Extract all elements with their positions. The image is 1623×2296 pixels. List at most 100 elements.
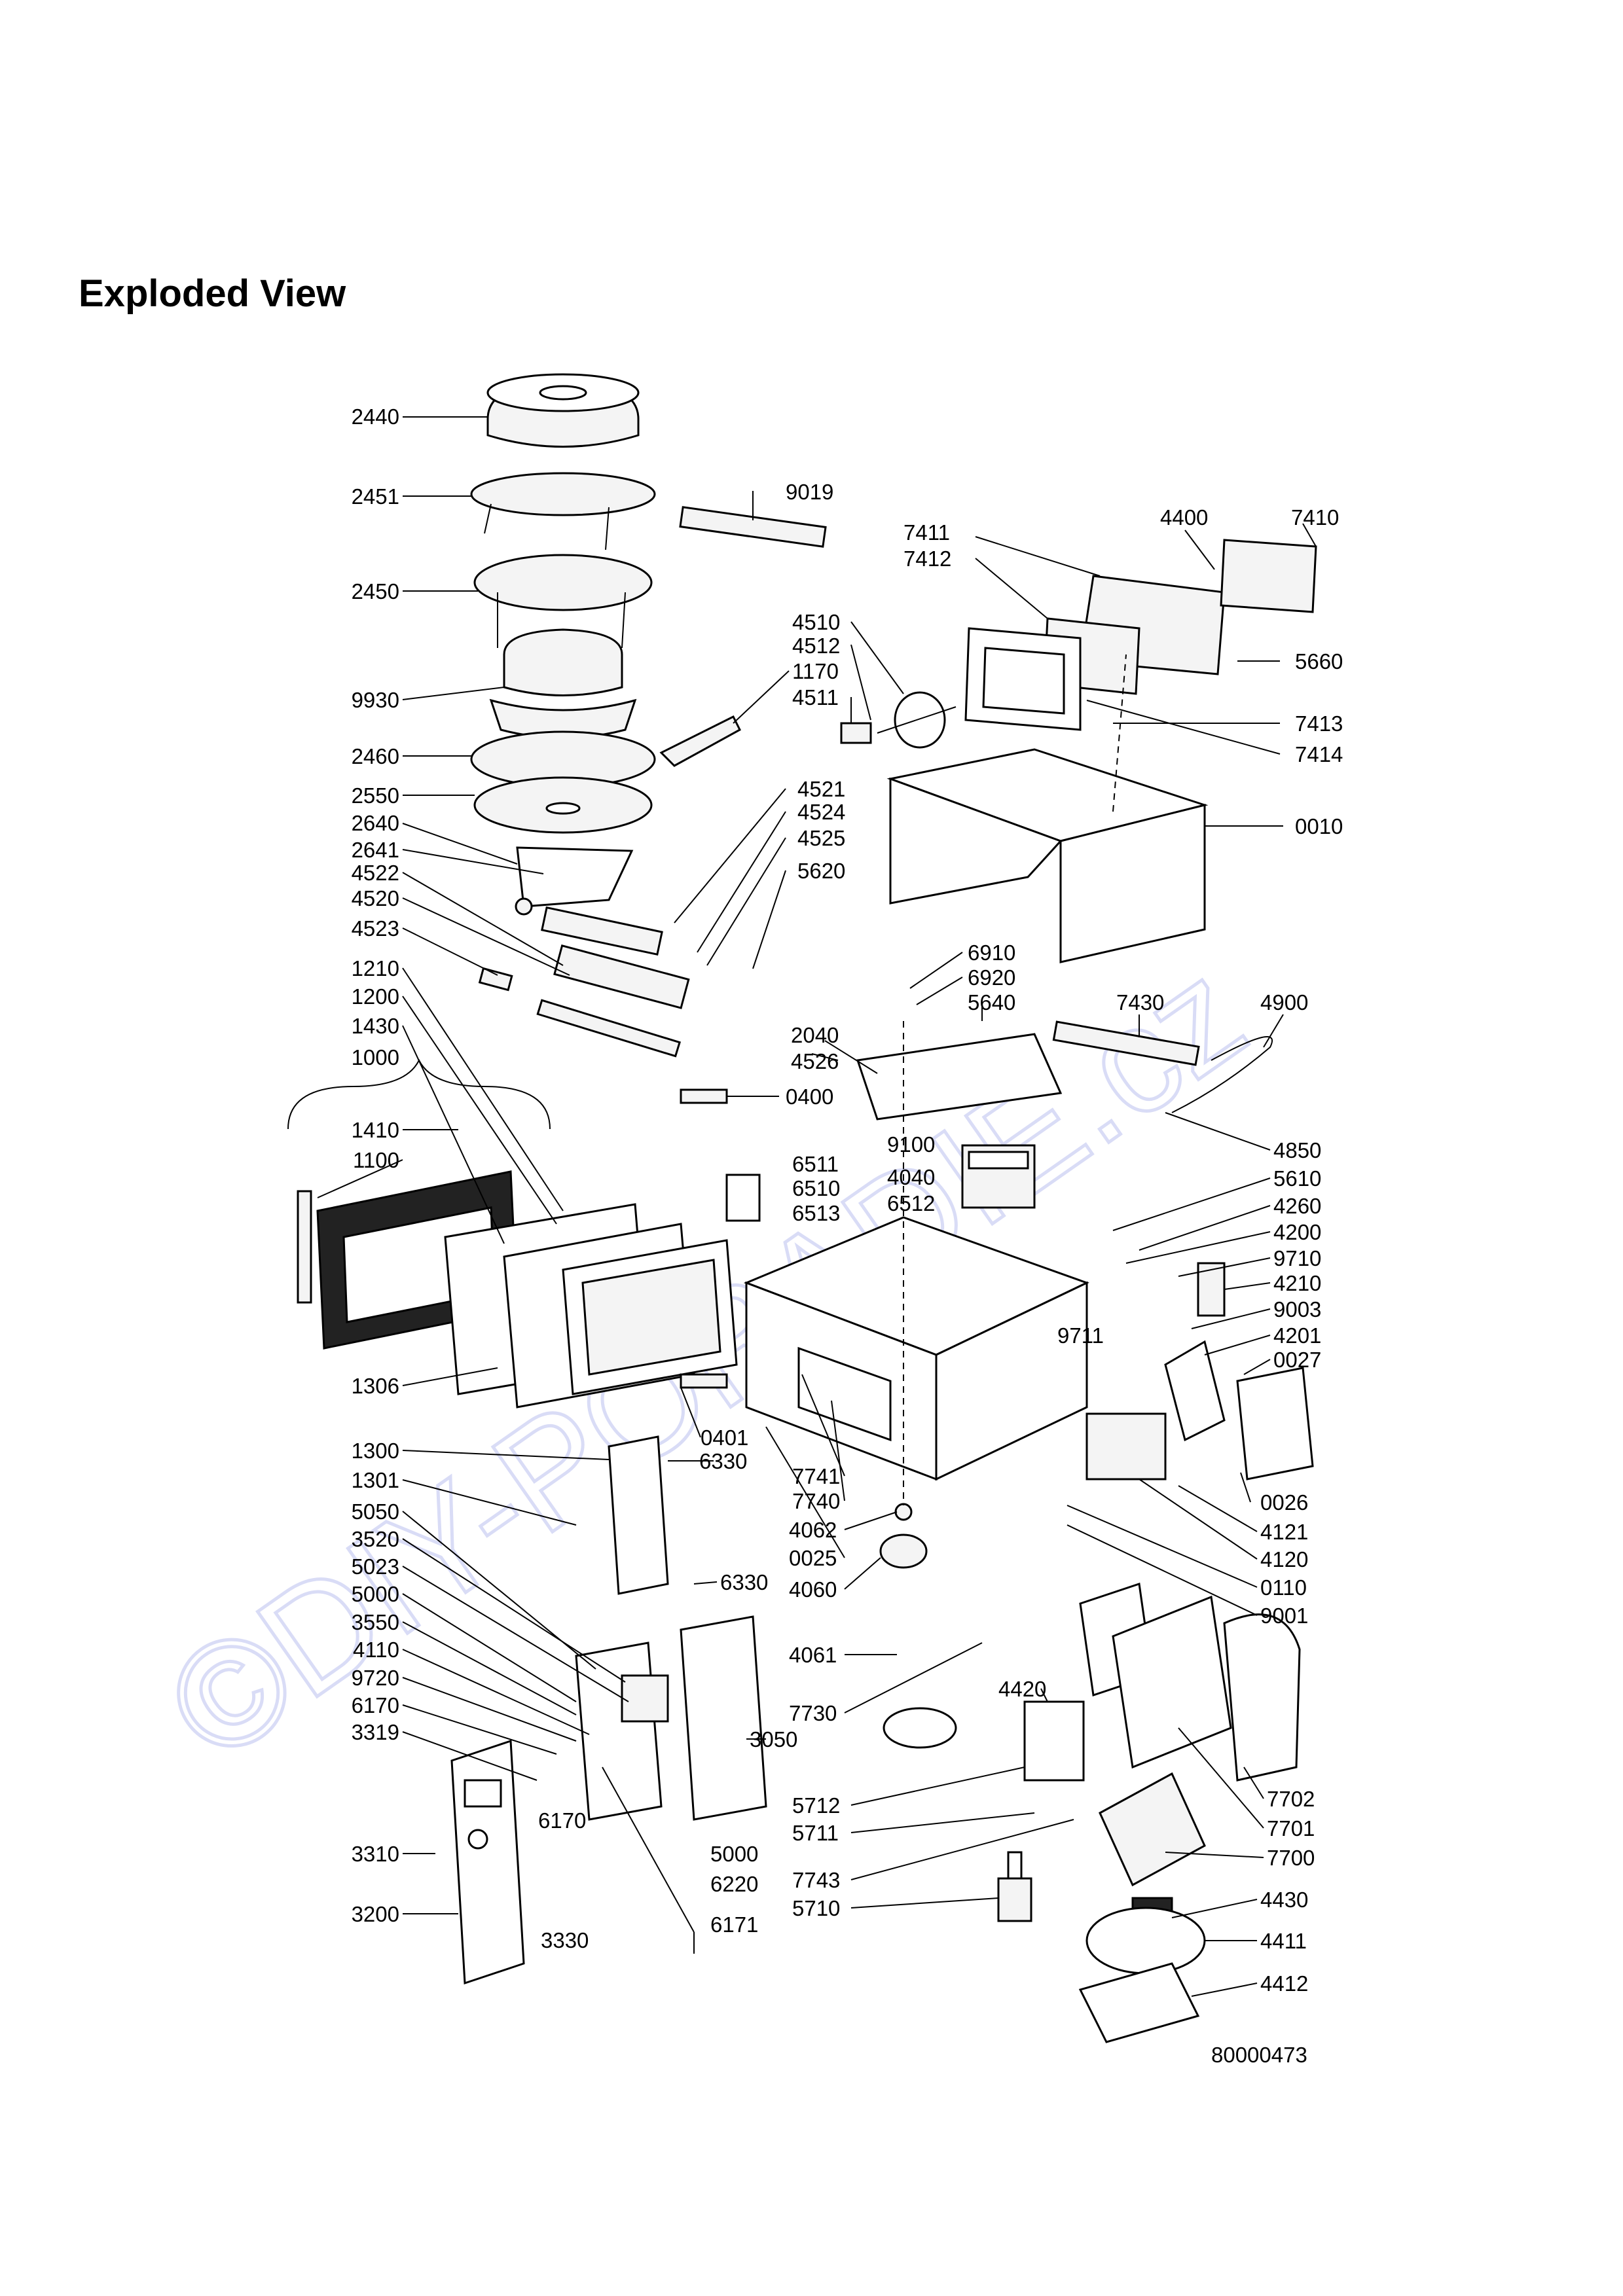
callout-5000-board: 5000	[710, 1842, 758, 1866]
lamp-4420	[1023, 1700, 1085, 1782]
callout-7700: 7700	[1267, 1846, 1315, 1870]
control-board-5000	[575, 1435, 767, 1821]
callout-4062: 4062	[789, 1518, 837, 1542]
callout-2641: 2641	[352, 838, 399, 862]
callout-0027: 0027	[1273, 1348, 1321, 1372]
latch-6511	[725, 1174, 761, 1222]
callout-7730: 7730	[789, 1701, 837, 1725]
callout-5620: 5620	[797, 859, 845, 883]
plate-4061	[883, 1707, 957, 1749]
callout-1210: 1210	[352, 956, 399, 980]
callout-5710: 5710	[792, 1896, 840, 1920]
callout-4850: 4850	[1273, 1138, 1321, 1162]
callout-5050: 5050	[352, 1499, 399, 1524]
callout-9720: 9720	[352, 1666, 399, 1690]
callout-7743: 7743	[792, 1868, 840, 1892]
callout-2640: 2640	[352, 811, 399, 835]
filter-4412	[1078, 1962, 1200, 2043]
callout-5712: 5712	[792, 1793, 840, 1818]
handle-1170	[659, 715, 741, 767]
callout-4210: 4210	[1273, 1271, 1321, 1295]
callout-6910: 6910	[968, 941, 1015, 965]
label-9019	[679, 506, 827, 548]
callout-6512: 6512	[887, 1191, 935, 1215]
callout-4420: 4420	[998, 1677, 1046, 1701]
callout-6510: 6510	[792, 1176, 840, 1200]
callout-1000: 1000	[352, 1045, 399, 1069]
cover-2440	[486, 373, 640, 448]
callout-4900: 4900	[1260, 990, 1308, 1014]
callout-1100: 1100	[353, 1148, 399, 1172]
callout-3310: 3310	[352, 1842, 399, 1866]
grill-element-4520	[478, 906, 690, 1058]
callout-4524: 4524	[797, 800, 845, 824]
callout-6920: 6920	[968, 965, 1015, 990]
callout-6513: 6513	[792, 1201, 840, 1225]
callout-4201: 4201	[1273, 1323, 1321, 1348]
callout-4411: 4411	[1260, 1929, 1307, 1953]
callout-0110: 0110	[1260, 1575, 1307, 1600]
callout-1170: 1170	[792, 659, 839, 683]
switch-5710	[997, 1851, 1032, 1922]
callout-9711: 9711	[1057, 1323, 1104, 1348]
page-title: Exploded View	[79, 272, 346, 315]
rack-2451	[470, 472, 656, 550]
panel-0027	[1236, 1367, 1314, 1480]
callout-0010: 0010	[1295, 814, 1343, 838]
callout-5640: 5640	[968, 990, 1015, 1014]
transformer-4120	[1085, 1412, 1167, 1480]
callout-7702: 7702	[1267, 1787, 1315, 1811]
callout-3330: 3330	[541, 1928, 589, 1952]
callout-4522: 4522	[352, 861, 399, 885]
callout-4120: 4120	[1260, 1547, 1308, 1571]
clip-0400	[680, 1088, 728, 1104]
callout-6511: 6511	[792, 1152, 839, 1176]
heater-7430	[1052, 1020, 1200, 1066]
bracket-4201	[1164, 1340, 1226, 1442]
callout-4121: 4121	[1260, 1520, 1308, 1544]
callout-4430: 4430	[1260, 1888, 1308, 1912]
drawing-number: 80000473	[1211, 2043, 1307, 2067]
magnetron-4040	[961, 1144, 1036, 1209]
roller-ring-2640	[515, 846, 634, 916]
callout-0401: 0401	[701, 1426, 748, 1450]
callout-2550: 2550	[352, 783, 399, 808]
callout-4526: 4526	[791, 1049, 839, 1073]
callout-3550: 3550	[352, 1610, 399, 1634]
cavity-frame-2040	[856, 1033, 1063, 1121]
callout-0025: 0025	[789, 1546, 837, 1570]
main-cavity	[743, 1216, 1089, 1481]
callout-5660: 5660	[1295, 649, 1343, 673]
callout-3520: 3520	[352, 1527, 399, 1551]
callout-1306: 1306	[352, 1374, 399, 1398]
callout-1301: 1301	[352, 1468, 399, 1492]
callout-9100: 9100	[887, 1132, 935, 1157]
callout-1430: 1430	[352, 1014, 399, 1038]
callout-6171: 6171	[710, 1912, 758, 1937]
callout-4060: 4060	[789, 1577, 837, 1602]
steamer-9930	[489, 628, 637, 739]
callout-4520: 4520	[352, 886, 399, 910]
callout-5711: 5711	[792, 1821, 839, 1845]
callout-2451: 2451	[352, 484, 399, 509]
callout-1410: 1410	[352, 1118, 399, 1142]
coupler-4062	[894, 1503, 913, 1521]
callout-5000-left: 5000	[352, 1582, 399, 1606]
callout-6330-lower: 6330	[720, 1570, 768, 1594]
callout-labels: 2440 2451 2450 9930 2460 2550 2640 2641 …	[287, 404, 1343, 2067]
callout-7414: 7414	[1295, 742, 1343, 766]
leader-lines	[317, 416, 1317, 1997]
callout-9019: 9019	[786, 480, 833, 504]
callout-2460: 2460	[352, 744, 399, 768]
door-assembly-1000	[297, 1170, 738, 1408]
callout-3050: 3050	[750, 1727, 797, 1751]
callout-2440: 2440	[352, 404, 399, 429]
callout-6170-board: 6170	[538, 1808, 586, 1833]
callout-0026: 0026	[1260, 1490, 1308, 1515]
callout-6170-left: 6170	[352, 1693, 399, 1717]
wave-guide-7411	[964, 539, 1317, 731]
callout-7701: 7701	[1267, 1816, 1315, 1840]
callout-4412: 4412	[1260, 1971, 1308, 1996]
callout-7413: 7413	[1295, 711, 1343, 736]
